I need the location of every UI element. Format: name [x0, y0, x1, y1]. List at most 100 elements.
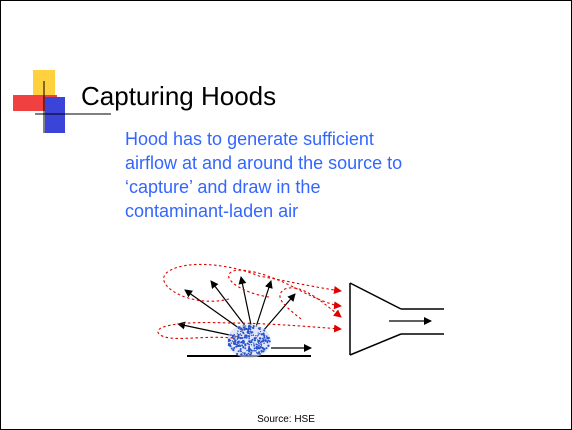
cloud-particle [267, 344, 270, 347]
cloud-particle [231, 334, 234, 337]
cloud-particle [256, 351, 258, 354]
cloud-particle [246, 342, 248, 344]
cloud-particle [248, 337, 250, 340]
cloud-particle [253, 349, 256, 352]
cloud-particle [255, 337, 258, 339]
cloud-particle [236, 352, 239, 356]
cloud-particle [245, 336, 248, 339]
cloud-particle [236, 343, 238, 346]
cloud-particle [249, 329, 252, 331]
cloud-particle [230, 347, 233, 350]
cloud-particle [257, 341, 260, 343]
ornament-blue-block [45, 97, 65, 133]
cloud-particle [261, 337, 264, 340]
cloud-particle [259, 330, 262, 333]
cloud-particle [250, 340, 253, 342]
cloud-particle [247, 352, 249, 355]
cloud-particle [247, 335, 249, 337]
cloud-particle [248, 343, 251, 346]
cloud-particle [249, 340, 251, 342]
cloud-particle [250, 344, 253, 346]
cloud-particle [232, 341, 234, 343]
cloud-particle [239, 349, 241, 352]
cloud-particle [243, 326, 246, 329]
airflow-loop-lower [157, 321, 342, 339]
cloud-particle [243, 335, 246, 337]
cloud-particle [242, 352, 244, 354]
cloud-particle [230, 342, 233, 344]
cloud-particle [239, 348, 242, 350]
cloud-particle [233, 334, 236, 336]
slide-title: Capturing Hoods [81, 81, 277, 111]
cloud-particle [241, 344, 244, 347]
cloud-particle [264, 340, 267, 342]
cloud-particle [253, 342, 255, 344]
cloud-particle [260, 343, 262, 345]
cloud-particle [227, 338, 231, 341]
cloud-particle [235, 345, 238, 348]
cloud-particle [258, 352, 261, 355]
cloud-particle [264, 349, 266, 351]
cloud-particle [260, 344, 263, 346]
cloud-particle [265, 335, 268, 338]
dispersion-arrows [177, 276, 312, 352]
cloud-particle [232, 337, 236, 340]
cloud-particle [234, 339, 237, 342]
cloud-particle [249, 325, 252, 328]
cloud-particles [227, 324, 271, 357]
cloud-particle [245, 353, 248, 357]
cloud-particle [260, 333, 263, 336]
cloud-particle [236, 332, 239, 334]
cloud-particle [263, 342, 265, 344]
cloud-particle [254, 337, 257, 340]
cloud-particle [227, 342, 231, 345]
cloud-particle [242, 345, 245, 348]
cloud-particle [257, 352, 259, 355]
cloud-particle [258, 328, 261, 331]
cloud-particle [243, 328, 246, 331]
cloud-particle [249, 348, 251, 350]
airflow-loop-outer [163, 263, 342, 302]
cloud-particle [267, 339, 270, 342]
cloud-particle [265, 347, 268, 350]
cloud-particle [255, 335, 257, 337]
cloud-particle [250, 351, 253, 354]
cloud-particle [236, 345, 239, 348]
hood-lower-side [349, 333, 402, 356]
dispersion-arrow-upper-right [255, 280, 273, 328]
cloud-particle [257, 339, 259, 341]
cloud-particle [263, 329, 266, 332]
cloud-particle [240, 353, 243, 356]
dispersion-arrow-upper-left [210, 280, 247, 328]
cloud-particle [257, 332, 259, 334]
cloud-particle [236, 338, 239, 341]
cloud-particle [268, 340, 271, 343]
airflow-loop-middle [279, 287, 342, 320]
cloud-particle [244, 344, 247, 347]
cloud-particle [249, 353, 252, 356]
cloud-particle [241, 336, 244, 340]
cloud-particle [249, 330, 251, 333]
cloud-particle [229, 345, 232, 348]
cloud-particle [262, 332, 265, 335]
cloud-particle [237, 340, 239, 343]
cloud-particle [239, 345, 242, 347]
cloud-particle [258, 342, 260, 345]
contaminant-cloud [227, 324, 271, 358]
cloud-particle [240, 334, 243, 337]
cloud-particle [242, 331, 245, 334]
cloud-particle [248, 346, 250, 349]
cloud-particle [239, 330, 242, 333]
cloud-particle [243, 352, 246, 355]
cloud-particle [256, 344, 258, 346]
cloud-particle [255, 350, 257, 352]
cloud-particle [250, 350, 252, 352]
cloud-particle [253, 324, 255, 327]
cloud-particle [255, 346, 258, 349]
cloud-particle [266, 336, 269, 340]
cloud-particle [244, 347, 247, 350]
cloud-particle [243, 336, 246, 339]
cloud-particle [242, 341, 245, 344]
cloud-particle [261, 340, 264, 343]
